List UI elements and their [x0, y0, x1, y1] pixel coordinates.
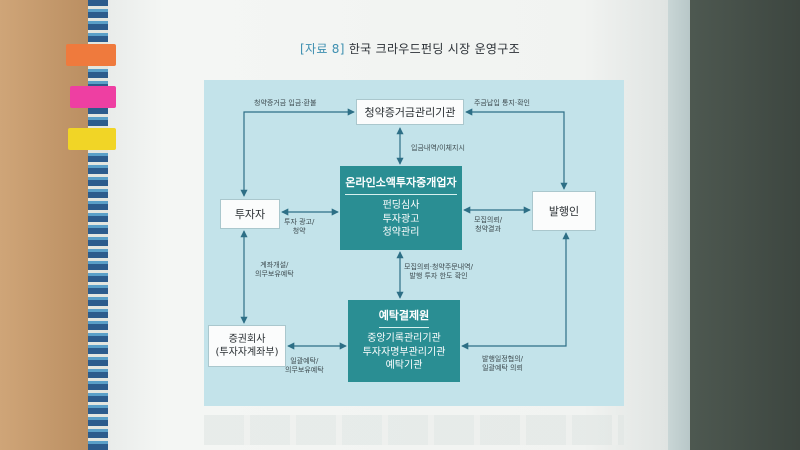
next-page-edge: [668, 0, 690, 450]
label-investor-securities: 계좌개설/ 의무보유예탁: [255, 261, 294, 279]
sticky-tab-orange: [66, 44, 116, 66]
investor-box: 투자자: [220, 199, 280, 229]
figure-tag: [자료 8]: [300, 42, 345, 56]
broker-line: 펀딩심사: [382, 200, 420, 212]
label-line: 발행일정협의/: [482, 355, 523, 363]
broker-line: 청약관리: [382, 227, 420, 239]
issuer-label: 발행인: [548, 205, 580, 218]
label-line: 발행 투자 한도 확인: [409, 272, 468, 281]
crowdfunding-broker-box: 온라인소액투자중개업자 펀딩심사 투자광고 청약관리: [340, 166, 462, 250]
sticky-tab-yellow: [68, 128, 116, 150]
desk-surface: [0, 0, 100, 450]
label-investor-broker: 투자 광고/ 청약: [284, 218, 314, 236]
figure-title-text: 한국 크라우드펀딩 시장 운영구조: [348, 42, 520, 56]
desk-surface-right: [680, 0, 800, 450]
ksd-head: 예탁결제원: [378, 309, 430, 329]
label-line: 의무보유예탁: [255, 270, 294, 279]
label-escrow-broker: 입금내역/이체지시: [411, 144, 465, 152]
label-broker-deposit: 모집의뢰·청약주문내역/ 발행 투자 한도 확인: [404, 263, 473, 281]
arrow-investor-escrow: [240, 108, 355, 197]
securities-firm-sub: (투자자계좌부): [215, 347, 279, 358]
label-line: 일괄예탁/: [290, 357, 319, 365]
label-line: 모집의뢰/: [474, 216, 503, 224]
broker-line: 투자광고: [382, 213, 420, 225]
escrow-agency-label: 청약증거금관리기관: [364, 106, 456, 119]
ksd-line: 중앙기록관리기관: [367, 333, 441, 345]
label-investor-escrow: 청약증거금 입금·환불: [254, 99, 317, 107]
issuer-box: 발행인: [532, 191, 596, 231]
label-line: 계좌개설/: [260, 261, 289, 269]
figure-title: [자료 8] 한국 크라우드펀딩 시장 운영구조: [300, 40, 600, 57]
investor-label: 투자자: [234, 208, 266, 221]
ksd-line: 투자자명부관리기관: [362, 346, 446, 358]
label-line: 청약결과: [475, 225, 501, 234]
label-deposit-issuer: 발행일정협의/ 일괄예탁 의뢰: [482, 355, 523, 373]
label-line: 의무보유예탁: [285, 366, 324, 375]
arrow-escrow-issuer: [465, 108, 568, 190]
securities-firm-label: 증권회사: [228, 333, 266, 345]
escrow-agency-box: 청약증거금관리기관: [356, 99, 464, 125]
label-line: 일괄예탁 의뢰: [482, 364, 523, 373]
ksd-box: 예탁결제원 중앙기록관리기관 투자자명부관리기관 예탁기관: [348, 300, 460, 382]
label-escrow-issuer: 주금납입 통지·확인: [474, 99, 530, 107]
faint-body-text: [204, 415, 624, 445]
securities-firm-box: 증권회사 (투자자계좌부): [208, 325, 286, 367]
ksd-line: 예탁기관: [385, 360, 423, 372]
label-line: 모집의뢰·청약주문내역/: [404, 263, 473, 271]
arrow-deposit-issuer: [461, 232, 570, 350]
label-line: 투자 광고/: [284, 218, 315, 226]
broker-head: 온라인소액투자중개업자: [345, 176, 457, 196]
label-securities-deposit: 일괄예탁/ 의무보유예탁: [285, 357, 324, 375]
label-broker-issuer: 모집의뢰/ 청약결과: [474, 216, 502, 234]
label-line: 청약: [292, 227, 306, 236]
sticky-tab-pink: [70, 86, 116, 108]
